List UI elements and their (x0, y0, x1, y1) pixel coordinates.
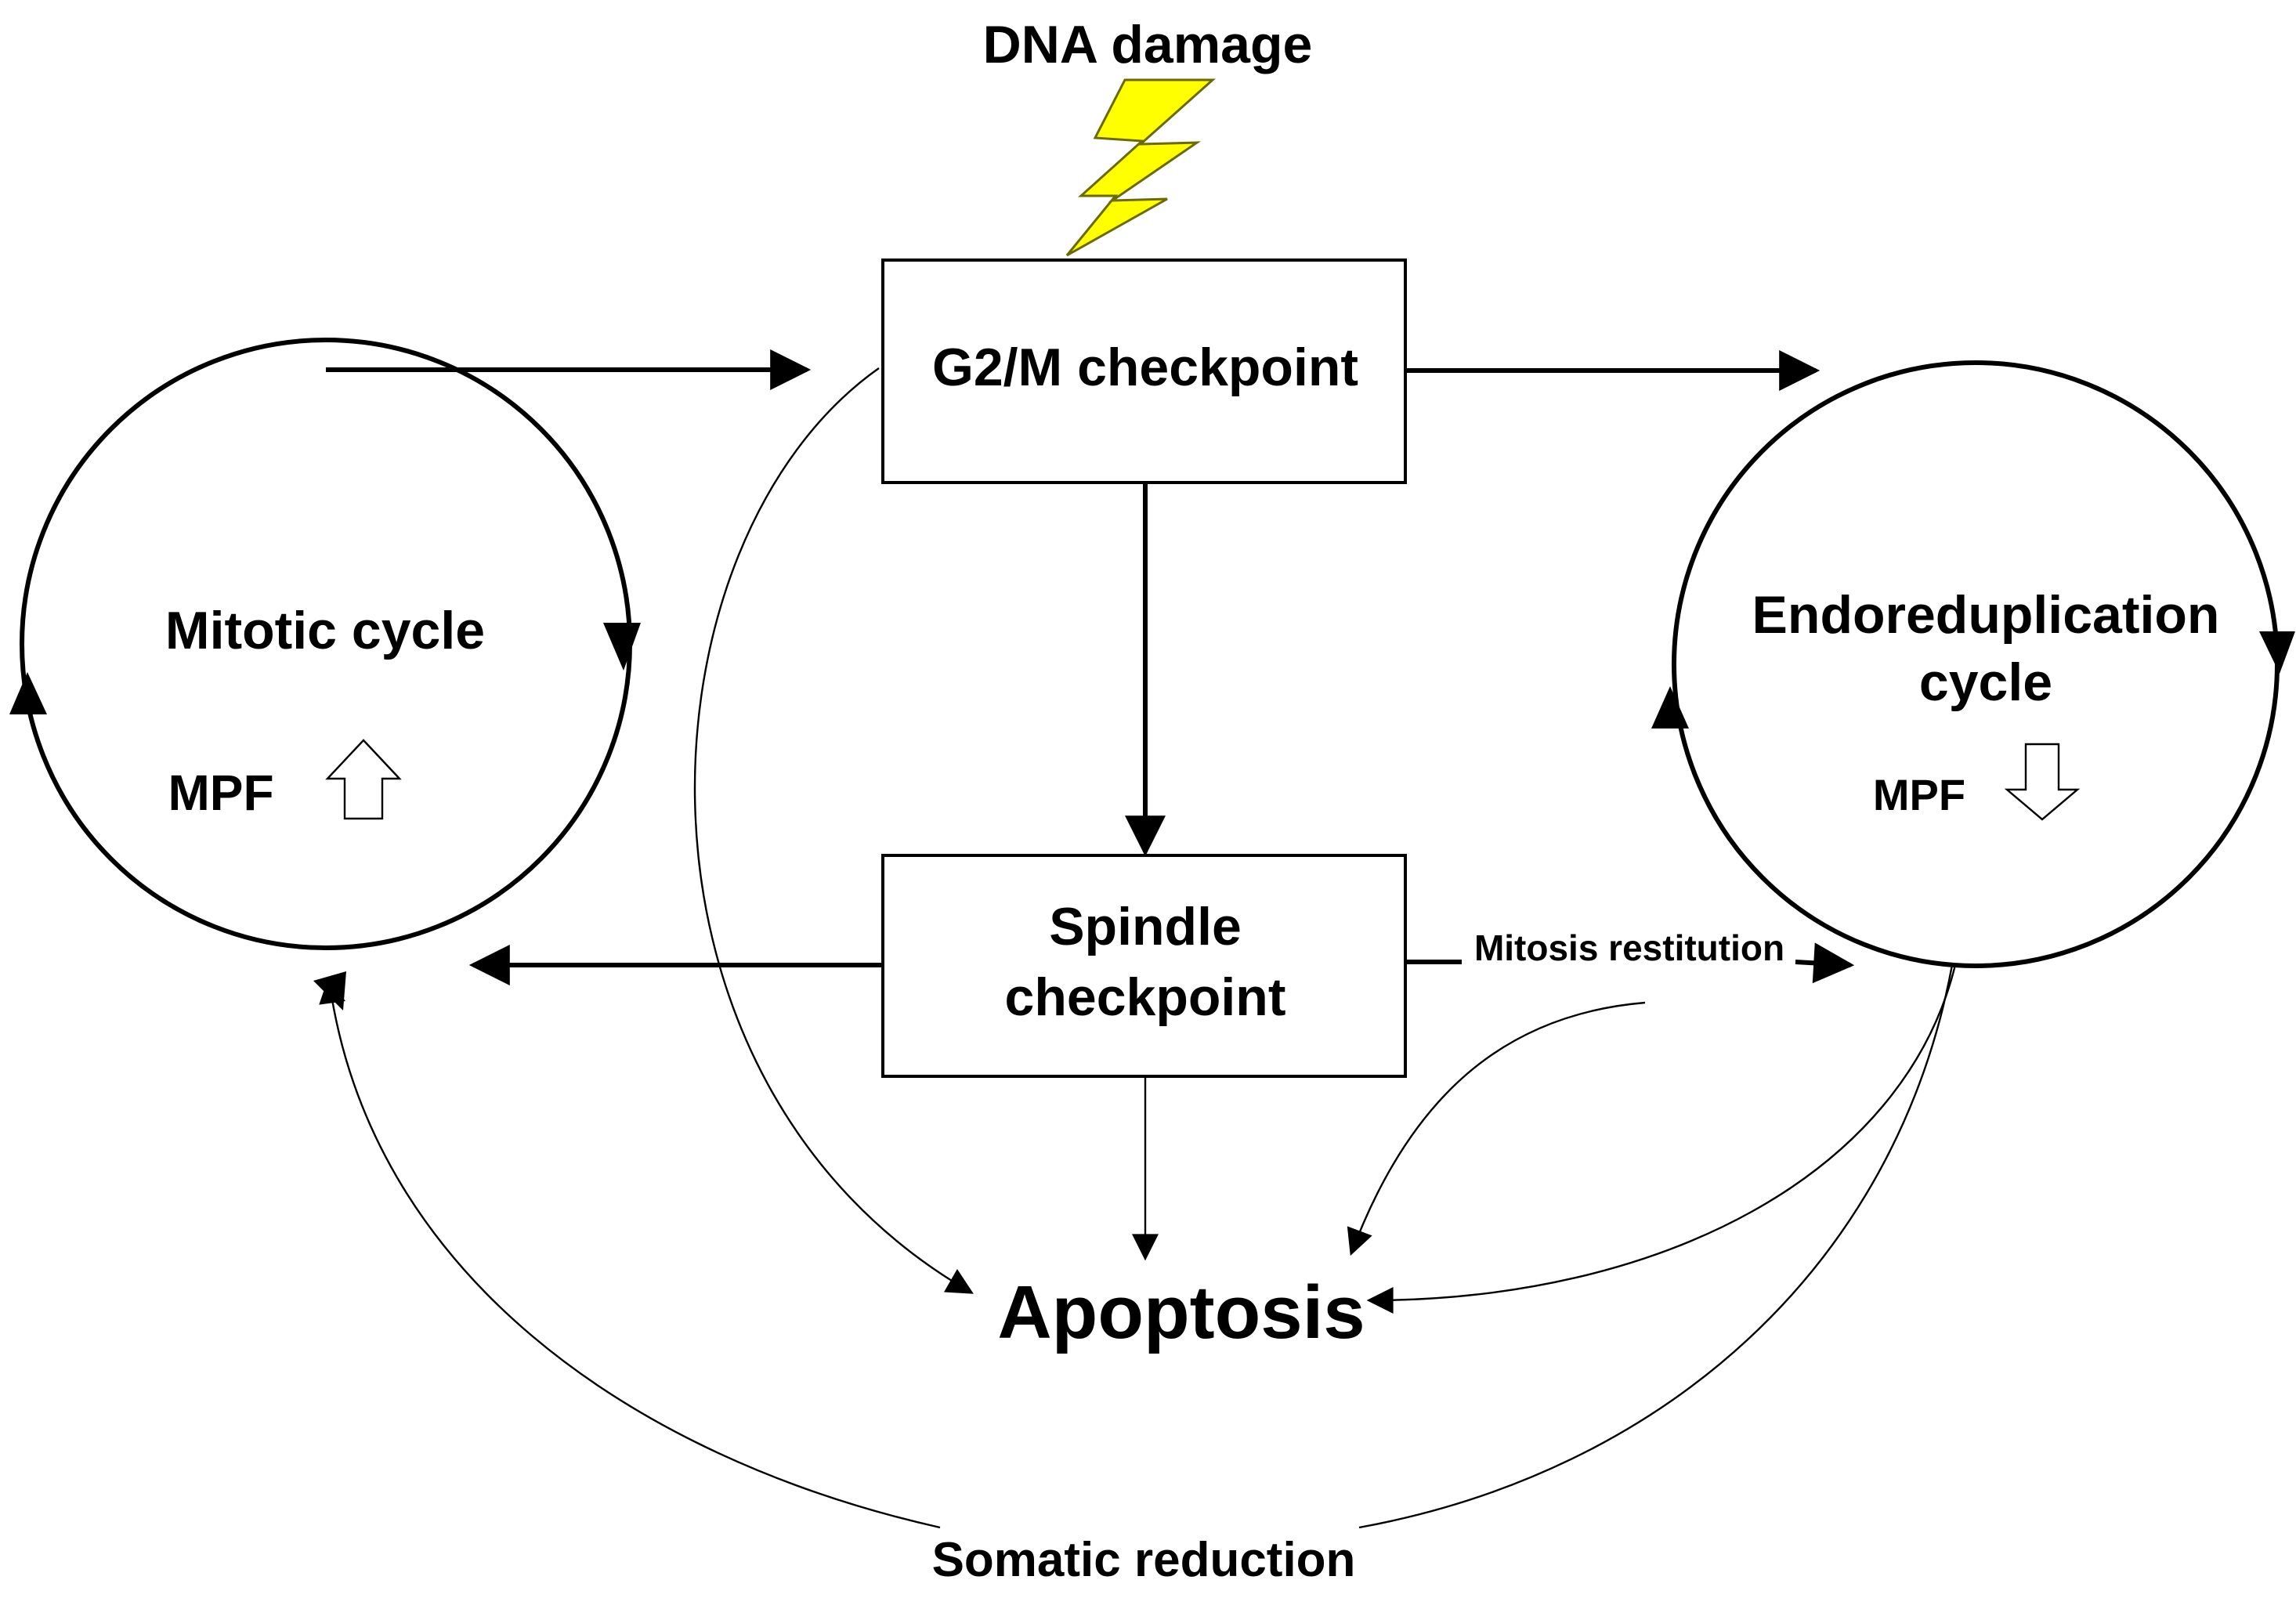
endoreduplication-label-line1: Endoreduplication (1752, 585, 2220, 645)
dna-damage-label: DNA damage (983, 15, 1313, 74)
arrow-endoreduplication-to-apoptosis (1366, 964, 1957, 1314)
apoptosis-label: Apoptosis (997, 1271, 1365, 1354)
down-arrow-icon (2004, 743, 2081, 821)
somatic-reduction-label: Somatic reduction (932, 1533, 1356, 1587)
lightning-bolt-icon (1065, 78, 1216, 257)
endoreduplication-label-line2: cycle (1919, 653, 2052, 712)
mitosis-restitution-label: Mitosis restitution (1474, 927, 1784, 968)
endoreduplication-cycle: Endoreduplication cycle MPF (1651, 360, 2295, 968)
spindle-checkpoint-label-line1: Spindle (1049, 897, 1242, 956)
up-arrow-icon (325, 739, 402, 820)
mitotic-cycle-arrowhead-right (603, 623, 641, 671)
somatic-reduction-arc-left (319, 976, 941, 1529)
mitotic-cycle-label: Mitotic cycle (165, 601, 485, 660)
mitotic-cycle: Mitotic cycle MPF (9, 338, 641, 1010)
spindle-checkpoint-label-line2: checkpoint (1005, 967, 1286, 1027)
endoreduplication-mpf-label: MPF (1873, 770, 1965, 819)
g2m-checkpoint-label: G2/M checkpoint (932, 338, 1358, 397)
arrow-restitution-to-apoptosis (1347, 1001, 1646, 1256)
mitotic-cycle-arrowhead-left (9, 672, 47, 714)
arrow-g2m-to-apoptosis (693, 367, 974, 1294)
somatic-reduction-arc-right (1358, 964, 1954, 1529)
spindle-checkpoint-box (881, 854, 1407, 1078)
endoreduplication-arrowhead-left (1651, 686, 1689, 728)
g2m-checkpoint-box (881, 258, 1407, 484)
endoreduplication-arrowhead-right (2259, 631, 2295, 674)
arrow-mitosis-restitution-b (1795, 942, 1855, 984)
mitotic-mpf-label: MPF (168, 765, 273, 821)
